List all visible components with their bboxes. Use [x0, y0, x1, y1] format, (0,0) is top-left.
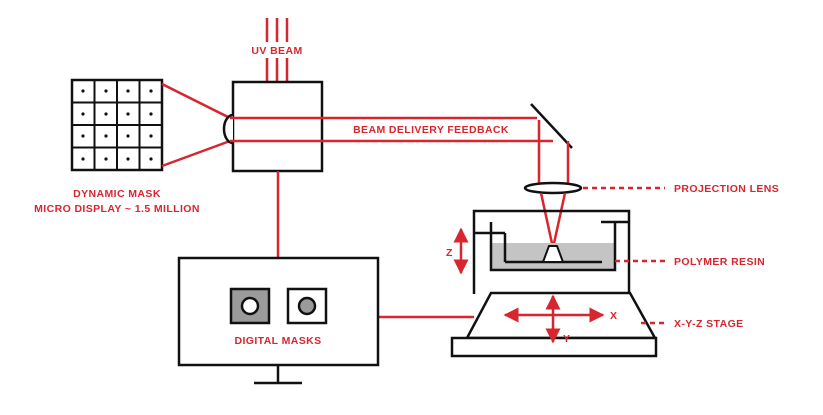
projection-lens-label: PROJECTION LENS — [674, 183, 779, 195]
beam-delivery-lines — [230, 116, 553, 143]
uv-beam-label-bg — [248, 42, 306, 58]
optics-box — [231, 80, 324, 173]
beam-delivery-label-bg — [348, 121, 510, 137]
beam-delivery-feedback-label: BEAM DELIVERY FEEDBACK — [353, 124, 509, 136]
micro-display-label: MICRO DISPLAY ~ 1.5 MILLION — [34, 203, 200, 215]
focus-cone — [539, 192, 567, 249]
vertical-beams — [537, 120, 570, 188]
printed-part — [541, 245, 565, 263]
dynamic-mask-label: DYNAMIC MASK — [73, 188, 161, 200]
monitor — [177, 256, 380, 385]
y-axis-label: Y — [563, 333, 570, 345]
projection-lens — [523, 181, 583, 195]
xyz-stage-label: X-Y-Z STAGE — [674, 318, 744, 330]
z-axis-label: Z — [446, 247, 453, 259]
mask-projection-cone — [161, 82, 231, 168]
digital-masks-label: DIGITAL MASKS — [234, 335, 321, 347]
dynamic-mask-grid — [70, 78, 164, 172]
uv-beam-label: UV BEAM — [251, 45, 302, 57]
optics-lens-aperture — [222, 113, 234, 145]
digital-mask-2 — [286, 287, 328, 325]
digital-mask-1 — [229, 287, 271, 325]
polymer-resin-label: POLYMER RESIN — [674, 256, 765, 268]
mirror — [530, 103, 573, 149]
x-axis-label: X — [610, 310, 617, 322]
